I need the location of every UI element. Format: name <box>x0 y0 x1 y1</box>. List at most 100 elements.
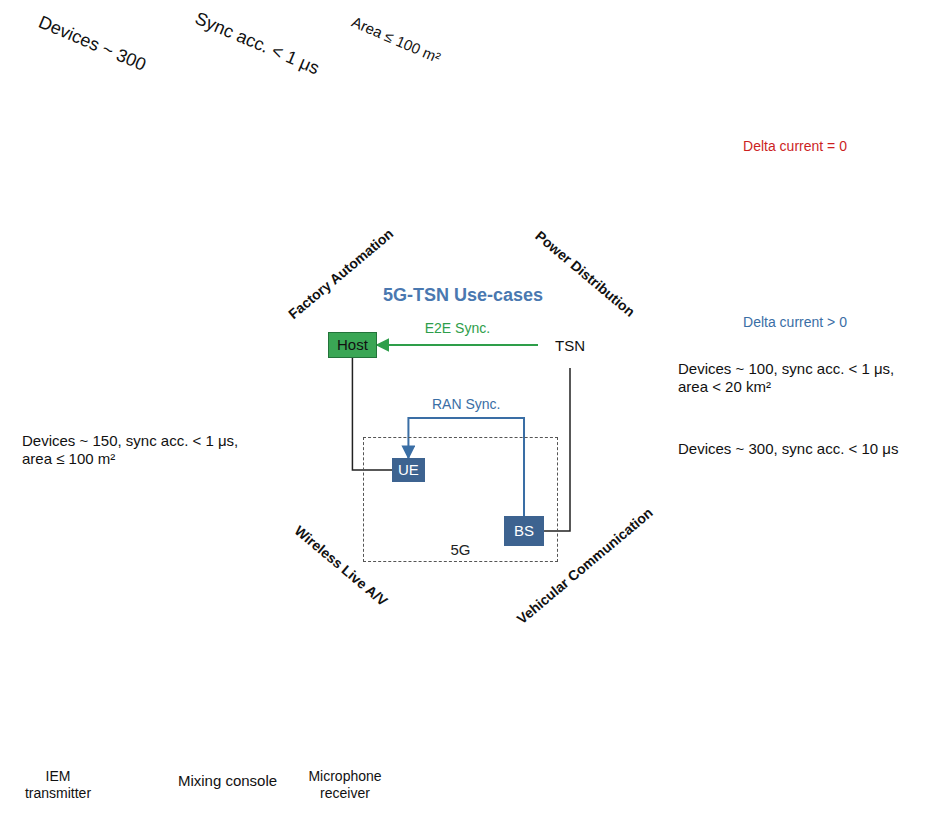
spec-label-holder: Area ≤ 100 m² <box>349 13 443 67</box>
ue-box-text: UE <box>398 461 419 479</box>
power-illustration-part <box>680 226 920 276</box>
use-case-name-holder: Vehicular Communication <box>514 504 657 627</box>
factory-illustration-part <box>150 190 184 202</box>
cloud-shape <box>542 327 598 365</box>
device-label: IEM transmitter <box>16 768 100 802</box>
device-label-holder: Mixing console <box>165 772 290 790</box>
ran-sync-arrow <box>408 418 524 516</box>
power-illustration-part <box>786 297 804 304</box>
av-illustration-part <box>279 549 294 562</box>
vehicle-illustration-part-part <box>817 560 850 587</box>
use-case-name: Factory Automation <box>285 225 397 323</box>
use-case-hub-text: 5G-TSN Use-cases <box>251 285 675 307</box>
power-illustration-part <box>735 237 870 240</box>
factory-illustration-part <box>23 324 43 341</box>
av-illustration-part-part <box>355 685 378 710</box>
vehicle-illustration-part <box>549 775 623 805</box>
factory-illustration-part <box>390 272 402 284</box>
power-illustration-part <box>882 117 888 123</box>
power-illustration-part <box>701 20 719 35</box>
spec-label: Devices ~ 100, sync acc. < 1 μs, area < … <box>678 360 922 396</box>
vehicle-illustration-part <box>572 612 782 690</box>
power-illustration-part <box>882 273 888 279</box>
av-illustration-part <box>102 601 158 624</box>
factory-illustration-part <box>384 260 396 272</box>
device-label: Mixing console <box>165 772 290 790</box>
power-illustration-part <box>593 50 683 240</box>
use-case-name: Vehicular Communication <box>514 504 657 627</box>
vehicle-illustration-part-part <box>760 593 793 620</box>
factory-illustration-part <box>120 356 146 382</box>
factory-illustration-part <box>20 356 46 382</box>
av-illustration-part <box>383 685 398 698</box>
spec-label-holder: Devices ~ 150, sync acc. < 1 μs, area ≤ … <box>22 432 250 468</box>
edge-label: E2E Sync. <box>425 320 490 337</box>
vehicle-illustration-part <box>566 700 612 722</box>
factory-illustration-part <box>98 202 120 222</box>
5g-domain: 5GUEBS <box>363 437 558 562</box>
av-illustration-part <box>187 660 283 688</box>
av-illustration-part <box>187 696 283 752</box>
av-illustration-part <box>251 549 290 596</box>
vehicle-illustration-part <box>619 706 693 736</box>
vehicle-illustration-part-part <box>805 595 819 609</box>
vehicle-illustration-part <box>758 556 856 630</box>
power-illustration-part <box>753 78 870 116</box>
vehicle-illustration-part <box>839 761 913 791</box>
hub-ring <box>252 209 674 631</box>
power-illustration-part <box>900 96 920 134</box>
vehicle-illustration-part-part <box>787 573 824 607</box>
spec-label: Area ≤ 100 m² <box>349 13 443 67</box>
device-label: Microphone receiver <box>292 768 398 802</box>
spec-label: Sync acc. < 1 μs <box>192 8 323 80</box>
power-illustration-part <box>712 117 718 123</box>
vehicle-illustration-part <box>519 666 535 682</box>
vehicle-illustration-part <box>560 749 920 751</box>
av-illustration-part <box>82 570 96 582</box>
av-illustration-part <box>96 558 108 580</box>
factory-illustration-part <box>293 134 357 192</box>
spec-label: Devices ~ 150, sync acc. < 1 μs, area ≤ … <box>22 432 250 468</box>
edge-label-holder: RAN Sync. <box>432 396 500 413</box>
power-illustration-part <box>531 92 539 100</box>
factory-illustration-part <box>80 222 142 236</box>
av-panel <box>2 418 452 821</box>
factory-illustration-part <box>215 200 437 262</box>
av-illustration-part <box>45 658 101 708</box>
av-illustration-part-part <box>266 568 287 594</box>
spec-label-holder: Devices ~ 100, sync acc. < 1 μs, area < … <box>678 360 922 396</box>
power-illustration-part <box>508 62 565 120</box>
fault-note: Delta current = 0 <box>725 138 865 155</box>
spec-label-holder: Devices ~ 300 <box>35 12 149 77</box>
vehicle-illustration-part <box>519 688 535 704</box>
factory-illustration-part <box>363 127 380 141</box>
av-illustration-part <box>150 598 270 626</box>
spec-label: Devices ~ 300, sync acc. < 10 μs <box>678 440 922 458</box>
power-illustration-part <box>735 82 868 112</box>
factory-illustration-part <box>86 234 94 242</box>
av-illustration-part <box>62 715 84 729</box>
vehicle-illustration-part <box>818 614 872 742</box>
device-label-holder: IEM transmitter <box>16 768 100 802</box>
hub-outline <box>251 208 675 632</box>
factory-illustration-part <box>340 192 374 204</box>
tsn-cloud: TSN <box>538 322 602 368</box>
ue-box: UE <box>392 458 425 482</box>
power-illustration-part <box>698 196 722 226</box>
av-illustration-part <box>246 606 262 618</box>
power-illustration-part <box>880 196 904 226</box>
host-box-text: Host <box>337 336 368 354</box>
factory-illustration-part <box>270 224 332 238</box>
power-illustration-part <box>790 280 800 300</box>
vehicle-illustration-part <box>647 717 659 727</box>
av-illustration-part <box>150 614 282 734</box>
bs-box-text: BS <box>514 522 534 540</box>
device-label-holder: Microphone receiver <box>292 768 398 802</box>
power-illustration-part <box>639 222 683 310</box>
vehicle-illustration-part <box>522 732 532 820</box>
power-illustration-part <box>880 40 904 70</box>
power-illustration-part <box>701 176 719 191</box>
spec-label: Devices ~ 300 <box>35 12 149 77</box>
